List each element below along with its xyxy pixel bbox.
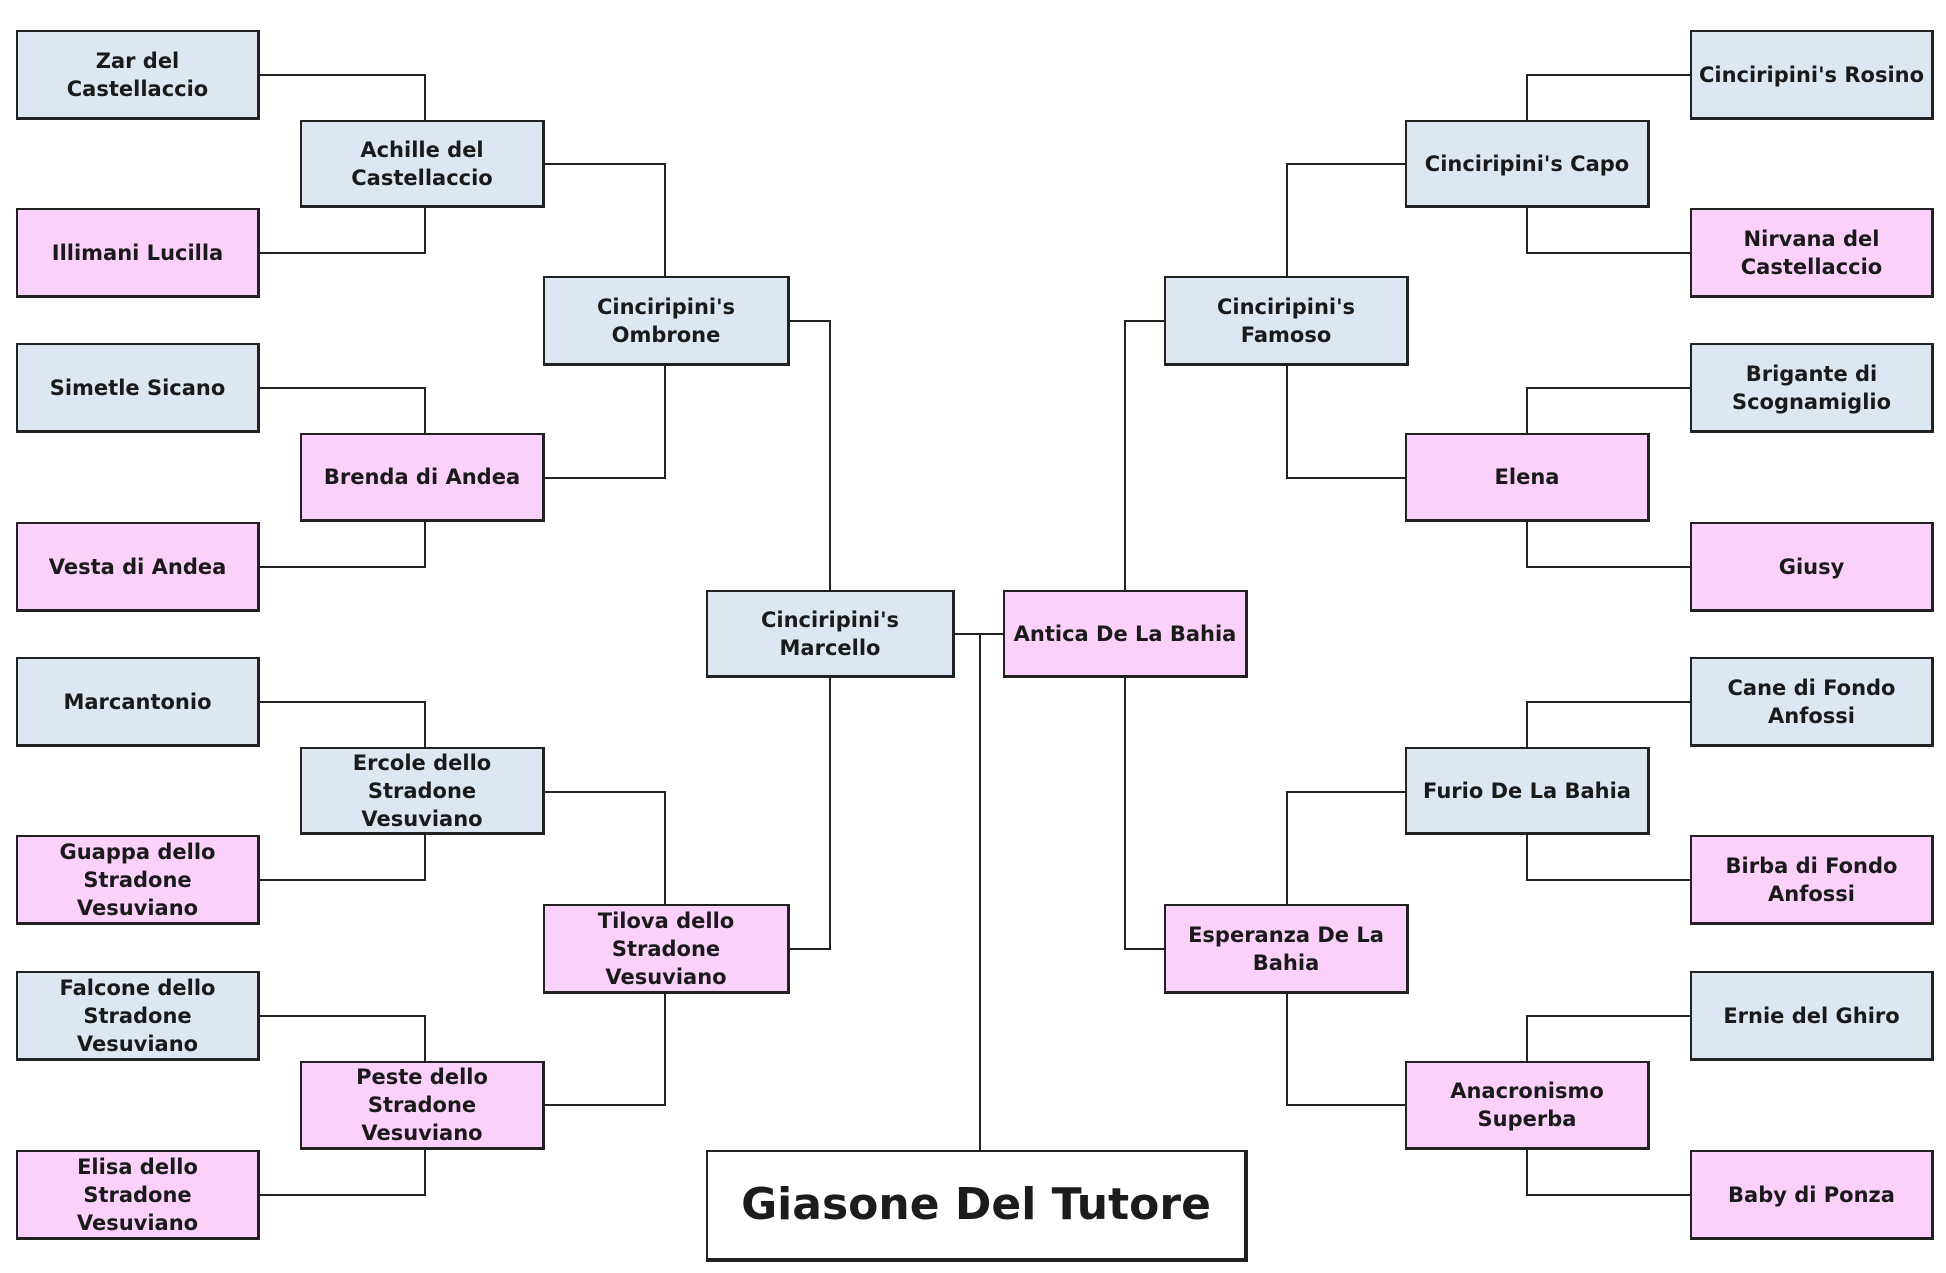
dam-line-grand-sire: Cinciripini's Famoso	[1164, 276, 1409, 366]
dog-name: Achille del Castellaccio	[351, 137, 493, 190]
dog-name: Giusy	[1778, 554, 1845, 579]
sire-line-grand-dam: Tilova dello Stradone Vesuviano	[543, 904, 790, 994]
sire: Cinciripini's Marcello	[706, 590, 955, 678]
sire-line-gg-dam-1: Brenda di Andea	[300, 433, 545, 522]
dog-name: Tilova dello Stradone Vesuviano	[597, 908, 735, 989]
dam-line-gg-sire-1: Cinciripini's Capo	[1405, 120, 1650, 208]
dog-name: Vesta di Andea	[48, 554, 227, 579]
connector-line	[545, 163, 666, 276]
connector-line	[1286, 163, 1405, 276]
connector-line	[545, 366, 666, 479]
connector-line	[1526, 835, 1690, 881]
connector-line	[1526, 522, 1690, 568]
dog-name: Cinciripini's Famoso	[1216, 294, 1356, 347]
connector-line	[260, 701, 426, 747]
connector-line	[545, 994, 666, 1106]
connector-line	[260, 1015, 426, 1061]
connector-line	[1526, 701, 1690, 747]
dog-name: Peste dello Stradone Vesuviano	[356, 1065, 488, 1145]
connector-line	[1286, 366, 1405, 479]
dam-line-ggg-dam-3: Birba di Fondo Anfossi	[1690, 835, 1934, 925]
dog-name: Brenda di Andea	[323, 465, 521, 489]
dam-line-gg-dam-1: Elena	[1405, 433, 1650, 522]
connector-line	[1124, 678, 1164, 950]
sire-line-ggg-sire-3: Marcantonio	[16, 657, 260, 747]
dog-name: Birba di Fondo Anfossi	[1725, 853, 1898, 906]
dog-name: Cinciripini's Marcello	[760, 607, 900, 660]
connector-line	[260, 522, 426, 568]
dam-line-ggg-sire-2: Brigante di Scognamiglio	[1690, 343, 1934, 433]
dog-name: Simetle Sicano	[49, 375, 226, 400]
dog-name: Furio De La Bahia	[1423, 778, 1631, 803]
dam-line-ggg-dam-4: Baby di Ponza	[1690, 1150, 1934, 1240]
dog-name: Zar del Castellaccio	[66, 48, 209, 101]
connector-line	[260, 835, 426, 881]
connector-line	[1526, 1015, 1690, 1061]
dog-name: Cinciripini's Ombrone	[596, 294, 736, 347]
dam-line-ggg-dam-1: Nirvana del Castellaccio	[1690, 208, 1934, 298]
dam-line-gg-dam-2: Anacronismo Superba	[1405, 1061, 1650, 1150]
dog-name: Cane di Fondo Anfossi	[1727, 675, 1896, 728]
connector-line	[1526, 208, 1690, 254]
sire-line-ggg-sire-4: Falcone dello Stradone Vesuviano	[16, 971, 260, 1061]
connector-line	[790, 678, 831, 950]
dog-name: Brigante di Scognamiglio	[1731, 361, 1892, 414]
dog-name: Guappa dello Stradone Vesuviano	[59, 839, 216, 920]
dam-line-ggg-sire-4: Ernie del Ghiro	[1690, 971, 1934, 1061]
sire-line-gg-sire-1: Achille del Castellaccio	[300, 120, 545, 208]
connector-line	[545, 791, 666, 904]
dog-name: Ercole dello Stradone Vesuviano	[352, 750, 492, 831]
dog-name: Anacronismo Superba	[1450, 1079, 1604, 1131]
dam-line-ggg-sire-3: Cane di Fondo Anfossi	[1690, 657, 1934, 747]
dam-line-ggg-dam-2: Giusy	[1690, 522, 1934, 612]
dog-name: Esperanza De La Bahia	[1188, 922, 1384, 975]
dog-name: Elena	[1494, 465, 1560, 489]
sire-line-grand-sire: Cinciripini's Ombrone	[543, 276, 790, 366]
dam: Antica De La Bahia	[1003, 590, 1248, 678]
subject-name: Giasone Del Tutore	[741, 1179, 1211, 1230]
dog-name: Nirvana del Castellaccio	[1740, 226, 1883, 279]
sire-line-gg-sire-2: Ercole dello Stradone Vesuviano	[300, 747, 545, 835]
dog-name: Antica De La Bahia	[1013, 621, 1237, 646]
connector-line	[260, 208, 426, 254]
connector-line	[1124, 320, 1164, 590]
connector-line	[260, 74, 426, 120]
sire-line-ggg-sire-2: Simetle Sicano	[16, 343, 260, 433]
sire-line-ggg-dam-4: Elisa dello Stradone Vesuviano	[16, 1150, 260, 1240]
sire-line-gg-dam-2: Peste dello Stradone Vesuviano	[300, 1061, 545, 1150]
dog-name: Elisa dello Stradone Vesuviano	[76, 1154, 199, 1235]
connector-line	[260, 1150, 426, 1196]
dog-name: Illimani Lucilla	[51, 240, 224, 265]
connector-line	[1286, 791, 1405, 904]
sire-line-ggg-dam-2: Vesta di Andea	[16, 522, 260, 612]
sire-line-ggg-sire-1: Zar del Castellaccio	[16, 30, 260, 120]
dog-name: Baby di Ponza	[1728, 1182, 1895, 1207]
connector-line	[260, 387, 426, 433]
sire-line-ggg-dam-3: Guappa dello Stradone Vesuviano	[16, 835, 260, 925]
dog-name: Cinciripini's Capo	[1424, 151, 1630, 176]
connector-line	[1286, 994, 1405, 1106]
connector-line	[1526, 1150, 1690, 1196]
dam-line-grand-dam: Esperanza De La Bahia	[1164, 904, 1409, 994]
dam-line-gg-sire-2: Furio De La Bahia	[1405, 747, 1650, 835]
dog-name: Marcantonio	[63, 689, 212, 714]
dog-name: Falcone dello Stradone Vesuviano	[59, 975, 216, 1056]
connector-line	[1526, 387, 1690, 433]
dam-line-ggg-sire-1: Cinciripini's Rosino	[1690, 30, 1934, 120]
dog-name: Cinciripini's Rosino	[1698, 62, 1925, 87]
sire-line-ggg-dam-1: Illimani Lucilla	[16, 208, 260, 298]
connector-line	[790, 320, 831, 590]
subject-box: Giasone Del Tutore	[706, 1150, 1248, 1262]
dog-name: Ernie del Ghiro	[1723, 1003, 1900, 1028]
connector-line	[1526, 74, 1690, 120]
